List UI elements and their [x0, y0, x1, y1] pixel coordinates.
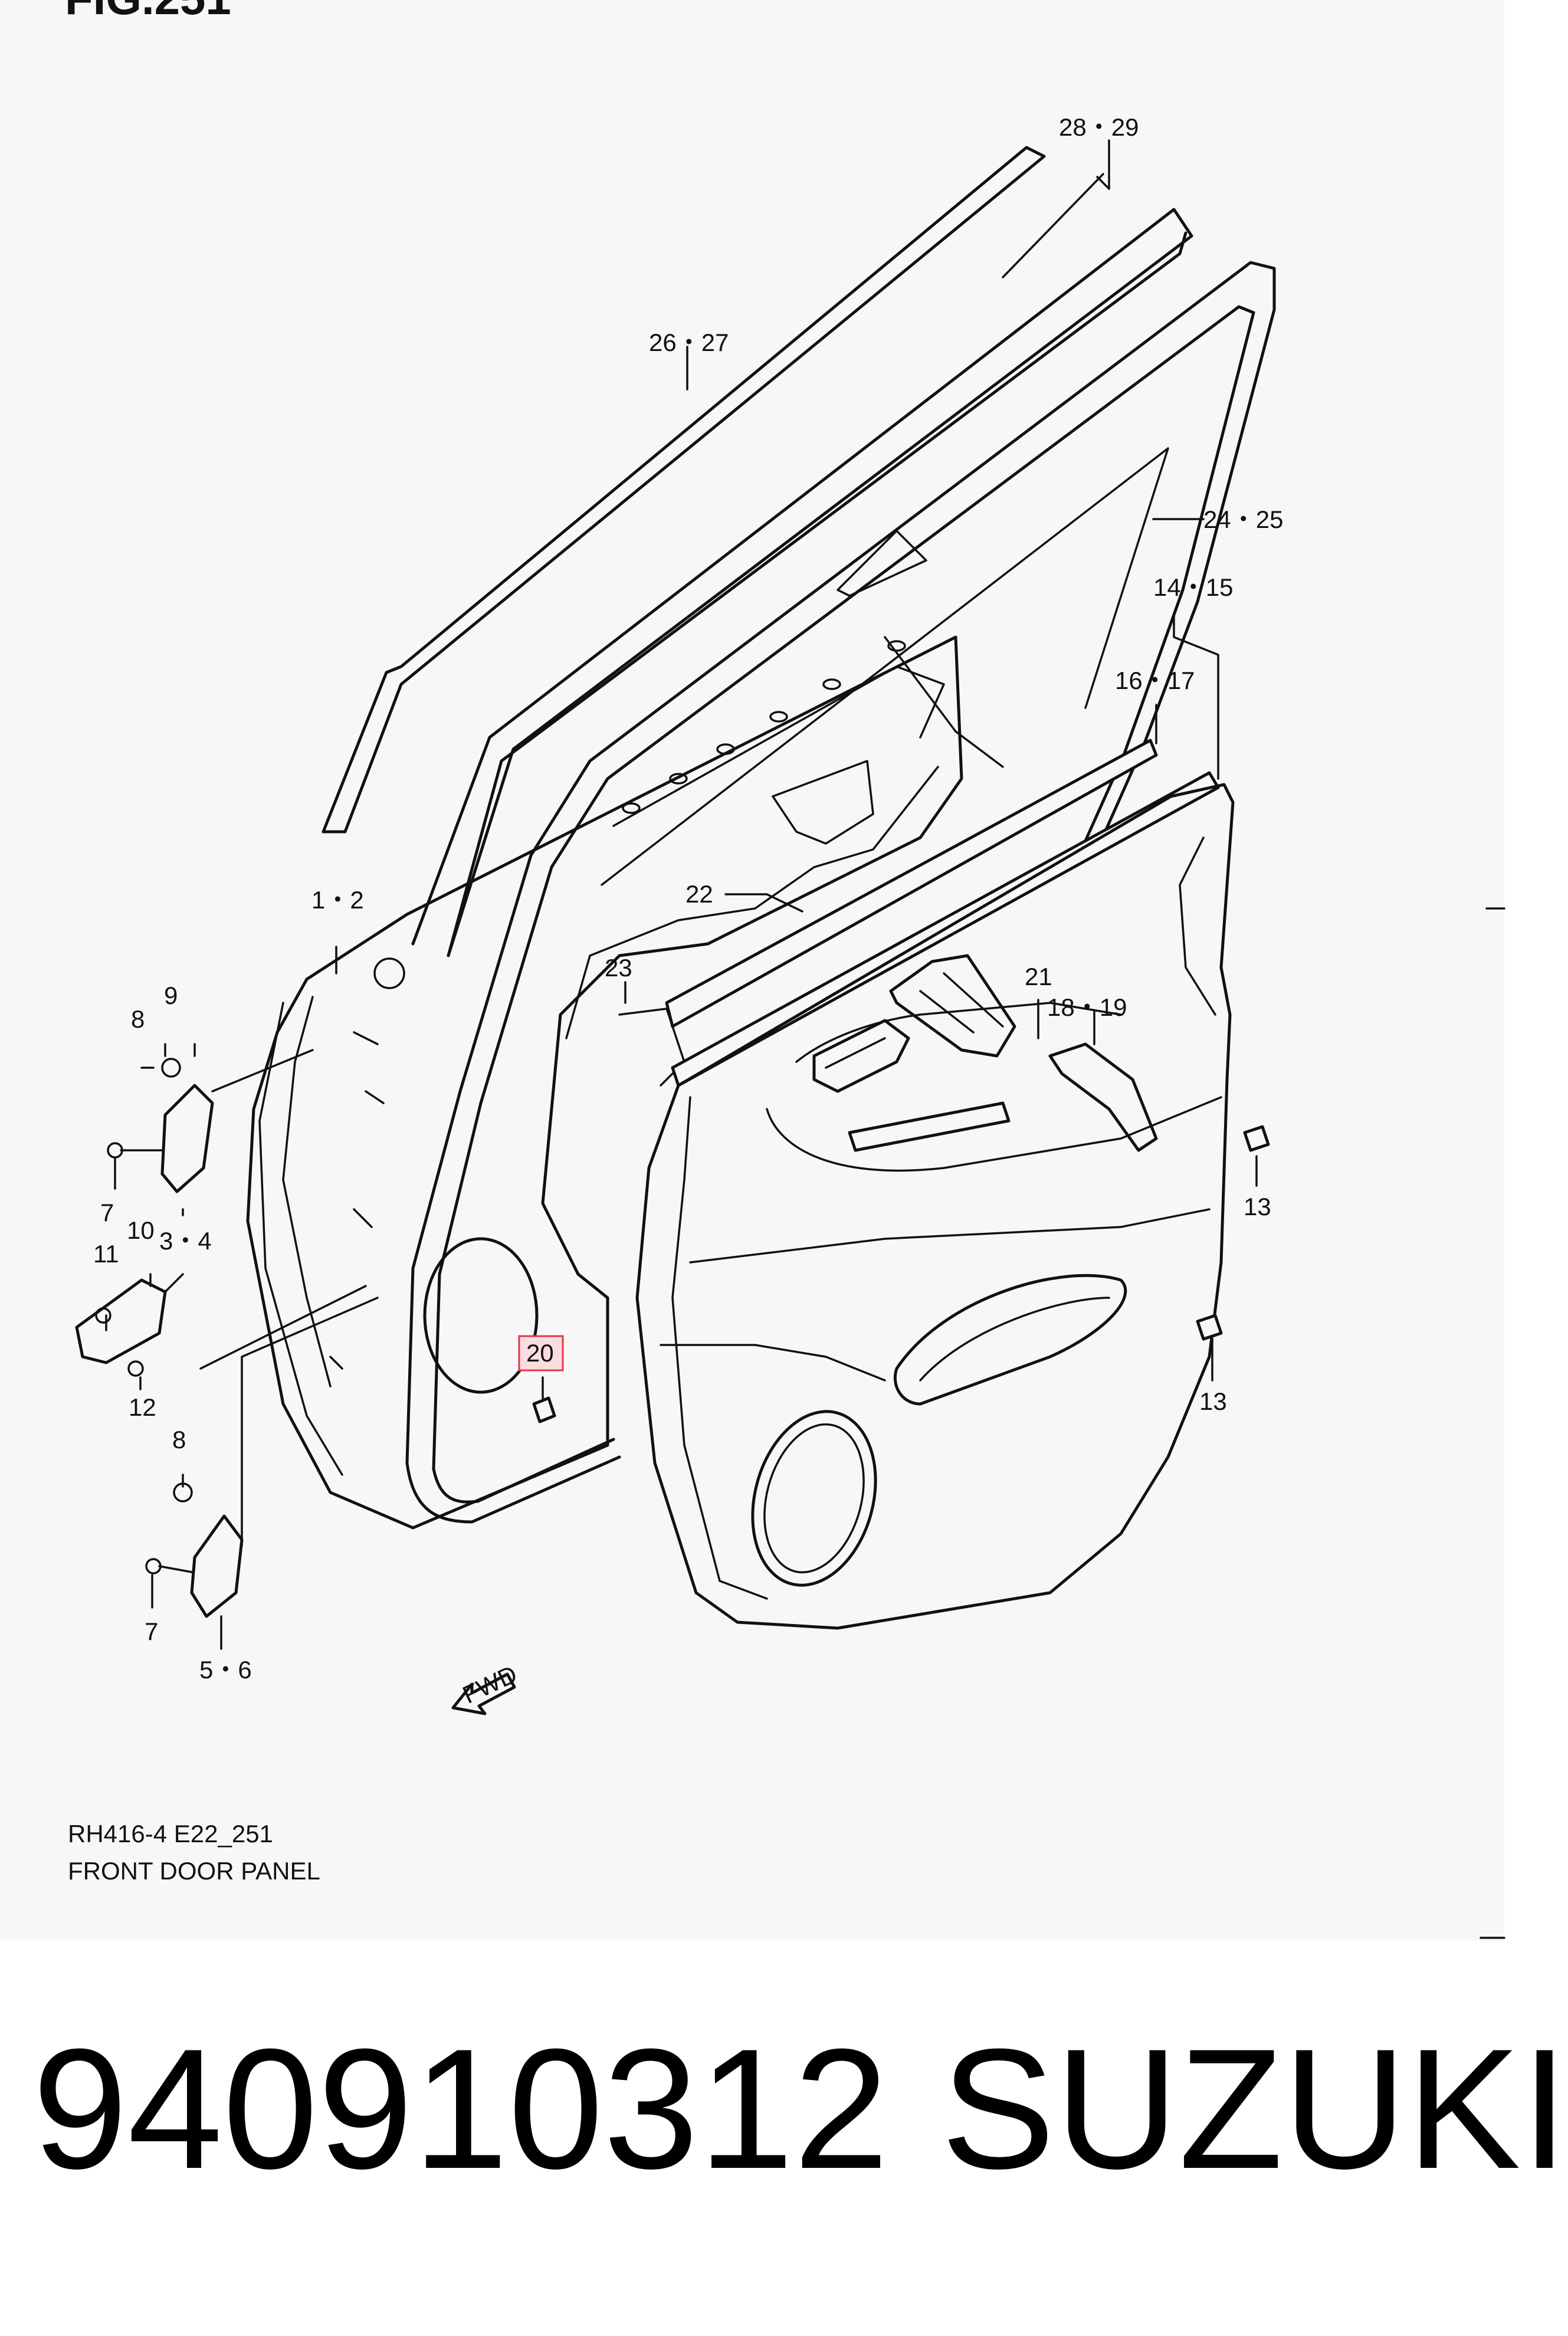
callout-28-29: 28・29 [1059, 113, 1139, 141]
callout-9: 9 [164, 982, 178, 1009]
callout-22: 22 [685, 880, 713, 908]
callout-8-upper: 8 [131, 1005, 145, 1033]
door-shell [246, 635, 963, 1530]
figure-title: FIG.251 [65, 0, 231, 25]
brand-name: SUZUKI [941, 2013, 1568, 2204]
callout-3-4: 3・4 [159, 1227, 212, 1255]
callout-1-2: 1・2 [311, 886, 364, 914]
window-channel [411, 173, 1193, 957]
leader-lines [105, 139, 1258, 1650]
door-check [75, 1273, 184, 1377]
lower-hinge [145, 1482, 244, 1618]
callout-8-lower: 8 [172, 1426, 186, 1454]
callout-24-25: 24・25 [1203, 506, 1283, 533]
diagram-area: FIG.251 [65, 0, 1505, 1939]
door-weatherstrip [405, 261, 1276, 1524]
door-panel-diagram: FWD 28・29 26・27 24・25 14・15 16・17 1・2 22… [75, 113, 1505, 1939]
callout-13-lower: 13 [1199, 1387, 1227, 1415]
fwd-arrow: FWD [451, 1660, 521, 1715]
part-number: 940910312 [32, 2013, 889, 2204]
callout-23: 23 [605, 954, 632, 982]
callout-11: 11 [93, 1240, 119, 1268]
callout-14-15: 14・15 [1153, 573, 1233, 601]
window-glass [601, 447, 1169, 886]
callout-13-upper: 13 [1244, 1193, 1271, 1221]
callout-10: 10 [127, 1216, 155, 1244]
callout-26-27: 26・27 [649, 329, 729, 356]
callout-7-lower: 7 [145, 1618, 158, 1645]
callout-20: 20 [526, 1339, 554, 1367]
callout-5-6: 5・6 [199, 1656, 252, 1684]
footer [0, 1941, 1504, 2336]
callout-18-19: 18・19 [1047, 993, 1127, 1021]
door-trim-panel [635, 783, 1270, 1630]
upper-hinge [107, 1058, 214, 1193]
callout-12: 12 [129, 1393, 156, 1421]
callout-7-upper: 7 [100, 1199, 114, 1226]
figure-code: RH416-4 E22_251 [68, 1820, 273, 1848]
shell-holes [622, 640, 906, 814]
figure-name: FRONT DOOR PANEL [68, 1857, 320, 1885]
callout-21: 21 [1025, 963, 1052, 990]
callout-20-highlight: 20 [518, 1335, 564, 1372]
belt-strips [665, 739, 1220, 1087]
outer-molding [322, 146, 1046, 834]
callout-16-17: 16・17 [1115, 667, 1195, 694]
clip-20 [532, 1396, 556, 1423]
